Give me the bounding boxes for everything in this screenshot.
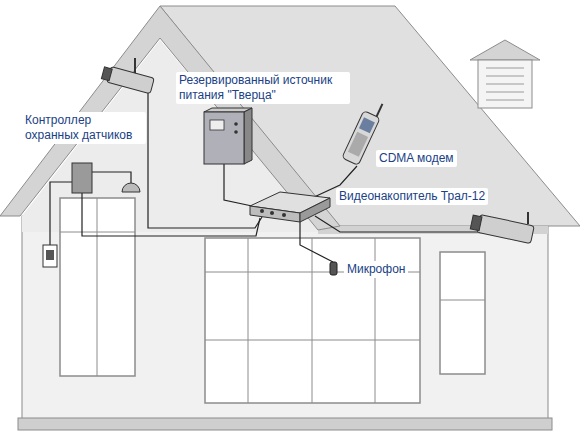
microphone-label: Микрофон [344, 261, 408, 278]
power-supply-led [234, 130, 238, 134]
camera-bracket [134, 58, 136, 74]
dome-sensor [122, 183, 140, 192]
wall-sensor [43, 245, 57, 267]
dormer-louver [486, 92, 524, 93]
modem-label: CDMA модем [376, 150, 457, 167]
power-supply-led [234, 122, 238, 126]
dormer-roof [470, 40, 540, 60]
recorder-label: Видеонакопитель Трал-12 [336, 188, 488, 205]
camera-body [107, 67, 155, 94]
power-supply-cabinet [204, 112, 244, 164]
window-frame [60, 232, 135, 233]
recorder-connector [260, 209, 264, 213]
power-wire [224, 164, 252, 206]
sensor-wire [92, 172, 131, 183]
camera-lens [101, 67, 112, 81]
modem-body [342, 111, 380, 166]
controller-box [72, 163, 92, 193]
recorder-connector [282, 213, 286, 217]
recorder-front [250, 206, 300, 222]
wall-sensor-window [46, 250, 54, 260]
window [205, 238, 420, 403]
dormer-louver [486, 84, 524, 85]
window [440, 252, 485, 374]
window [60, 198, 135, 376]
power-supply-panel [210, 120, 224, 130]
window-frame [440, 300, 485, 301]
modem-screen [359, 117, 375, 133]
dormer-window [478, 60, 532, 108]
roof-fascia [0, 6, 340, 230]
camera-body [477, 215, 535, 244]
roof-plane [160, 6, 580, 226]
microphone-wire [300, 222, 333, 262]
microphone [330, 262, 337, 275]
controller-wire [82, 193, 260, 236]
camera [101, 65, 154, 94]
dormer-louver [486, 76, 524, 77]
camera-wire [148, 92, 262, 228]
recorder-side [300, 198, 330, 222]
power-supply-label: Резервированный источник питания "Тверца… [176, 72, 350, 104]
window-frame [97, 198, 98, 376]
recorder-connector [270, 211, 274, 215]
camera-lens [470, 215, 482, 231]
camera [470, 213, 534, 243]
camera-bracket [527, 212, 529, 224]
sensor-wire [50, 182, 72, 245]
camera-wire [315, 216, 480, 232]
dormer-louver [486, 100, 524, 101]
controller-label: Контроллер охранных датчиков [22, 112, 146, 144]
window-frame [312, 238, 313, 403]
modem-antenna [377, 104, 383, 117]
dormer-louver [486, 68, 524, 69]
modem-keypad [348, 132, 368, 157]
window-frame [248, 238, 249, 403]
house-foundation [18, 418, 552, 430]
window-frame [205, 340, 420, 341]
power-supply-side [244, 108, 252, 164]
